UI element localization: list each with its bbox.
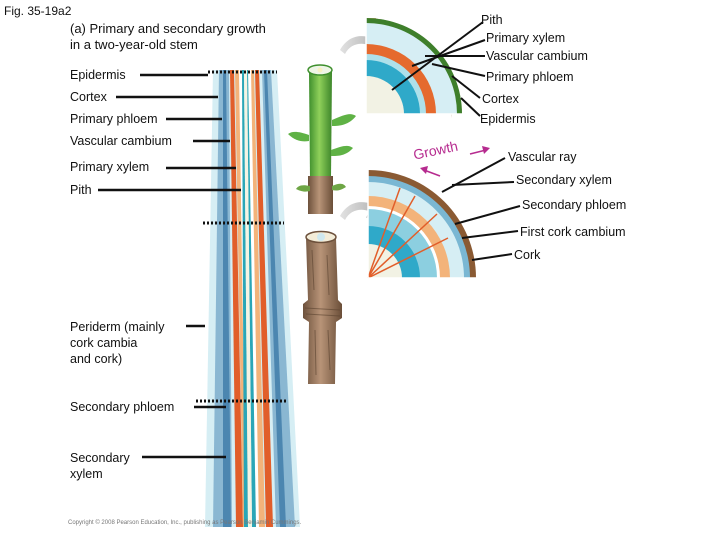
label-first-cork-cambium: First cork cambium: [520, 225, 626, 239]
label-cork: Cork: [514, 248, 541, 262]
stem-cutaway: [205, 70, 300, 527]
left-leader-lines: [98, 73, 241, 459]
bud-right-upper: [332, 114, 356, 126]
pith-core: [244, 70, 252, 527]
vascular-cambium-right: [248, 70, 259, 527]
label-top-primary-xylem: Primary xylem: [486, 31, 566, 45]
bottom-right-leader-lines: [441, 157, 521, 261]
label-secondary-phloem: Secondary phloem: [70, 400, 175, 414]
bud-scar-right: [332, 183, 346, 191]
bud-right-lower: [331, 145, 353, 156]
top-right-leader-lines: [391, 21, 486, 117]
twig-pith-dot: [317, 67, 323, 73]
leader-first-cork-cambium: [461, 230, 519, 239]
vascular-ray-lines: [367, 187, 449, 279]
label-top-cortex: Cortex: [482, 92, 519, 106]
secondary-phloem-right: [250, 70, 265, 527]
woody-core-dot: [317, 233, 325, 241]
label-top-primary-phloem: Primary phloem: [486, 70, 574, 84]
leader-bottom-secondary-xylem: [451, 181, 515, 186]
leader-vascular-ray: [441, 157, 506, 193]
leader-top-primary-xylem: [411, 39, 486, 67]
woody-twig: [303, 230, 342, 384]
leader-cork: [471, 253, 513, 261]
leader-bottom-secondary-phloem: [454, 205, 521, 225]
label-bottom-secondary-xylem: Secondary xylem: [516, 173, 612, 187]
leader-top-cortex: [451, 75, 481, 99]
secondary-xylem-right: [247, 70, 256, 527]
secondary-xylem-left: [242, 70, 248, 527]
figure-id: Fig. 35-19a2: [4, 4, 72, 18]
label-bottom-secondary-phloem: Secondary phloem: [522, 198, 627, 212]
bark-texture: [304, 249, 341, 376]
primary-phloem-left: [230, 70, 243, 527]
growth-arrow: [420, 146, 490, 177]
label-cortex: Cortex: [70, 90, 107, 104]
periderm-line-right: [264, 70, 286, 527]
copyright-line: Copyright © 2008 Pearson Education, Inc.…: [68, 520, 302, 526]
label-primary-xylem: Primary xylem: [70, 160, 150, 174]
label-top-epidermis: Epidermis: [480, 112, 536, 126]
label-vascular-ray: Vascular ray: [508, 150, 577, 164]
section-markers: [196, 70, 288, 403]
label-primary-phloem: Primary phloem: [70, 112, 158, 126]
label-vascular-cambium: Vascular cambium: [70, 134, 172, 148]
label-pith: Pith: [70, 183, 92, 197]
label-periderm: Periderm (mainly cork cambia and cork): [70, 320, 165, 366]
top-pith-core: [366, 76, 404, 114]
bud-scar-left: [296, 185, 310, 192]
periderm-line-left: [223, 70, 231, 527]
bottom-wedge-section: [367, 170, 476, 279]
primary-phloem-right: [255, 70, 273, 527]
label-epidermis: Epidermis: [70, 68, 126, 82]
twig-bark-base: [308, 176, 333, 214]
leader-top-epidermis: [460, 97, 481, 117]
woody-twig-body: [303, 238, 342, 384]
bud-left: [288, 131, 309, 142]
label-secondary-xylem: Secondary xylem: [70, 451, 130, 481]
leader-top-primary-phloem: [431, 63, 486, 77]
label-top-vascular-cambium: Vascular cambium: [486, 49, 588, 63]
label-top-pith: Pith: [481, 13, 503, 27]
young-twig: [288, 64, 356, 214]
twig-green-body: [309, 72, 332, 178]
figure-title: (a) Primary and secondary growth in a tw…: [70, 21, 266, 52]
